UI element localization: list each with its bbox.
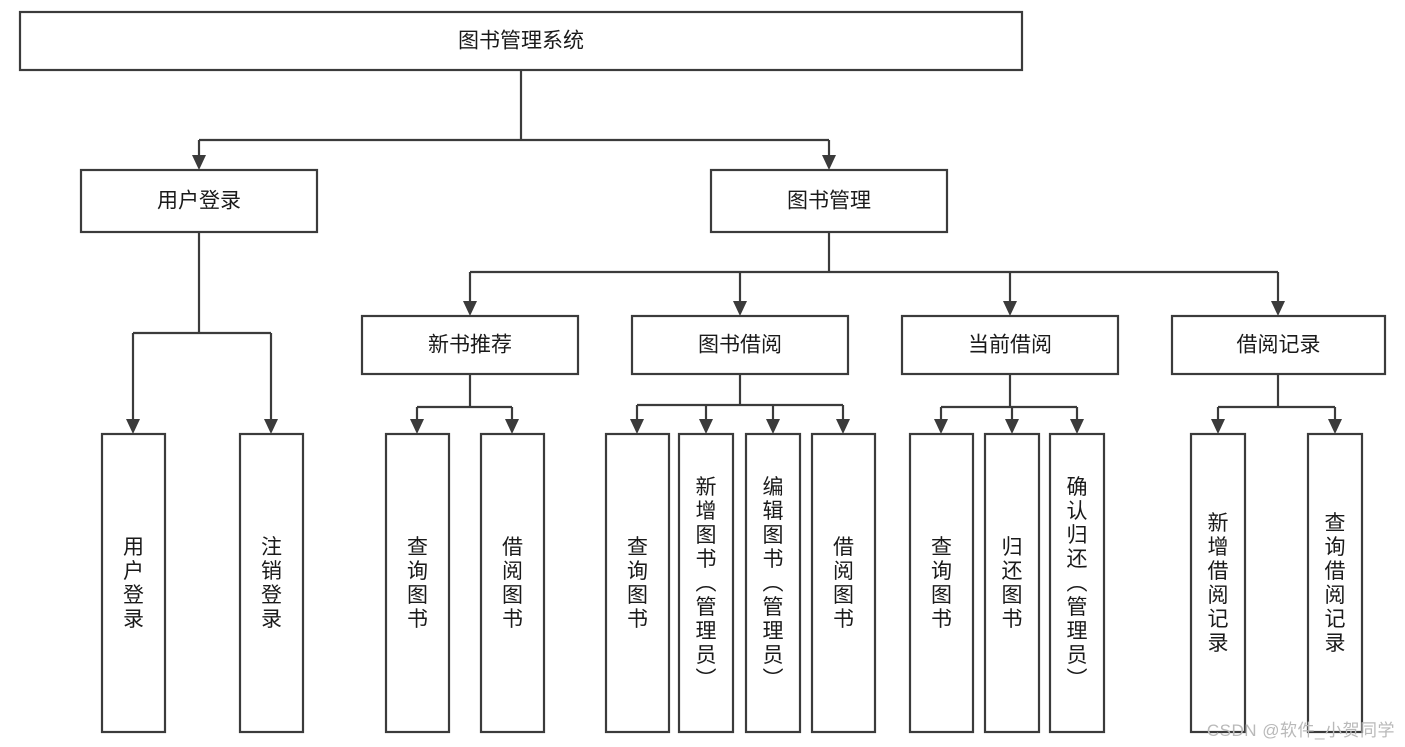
node-box[interactable] — [1048, 432, 1106, 734]
arrow-head-icon — [934, 419, 948, 434]
arrow-head-icon — [699, 419, 713, 434]
node-label: 查询图书 — [931, 536, 952, 631]
node-label: 用户登录 — [123, 536, 144, 631]
diagram-node[interactable]: 新书推荐 — [360, 314, 580, 376]
node-label: 当前借阅 — [968, 334, 1052, 357]
diagram-node[interactable]: 当前借阅 — [900, 314, 1120, 376]
diagram-node[interactable]: 用户登录 — [79, 168, 319, 234]
diagram-node[interactable]: 图书管理 — [709, 168, 949, 234]
node-label: 注销登录 — [261, 536, 282, 631]
diagram-node[interactable]: 借阅图书 — [479, 432, 546, 734]
node-label: 图书管理系统 — [458, 30, 584, 53]
connector-group — [197, 70, 831, 156]
arrow-head-icon — [1005, 419, 1019, 434]
diagram-node[interactable]: 借阅记录 — [1170, 314, 1387, 376]
arrow-head-icon — [505, 419, 519, 434]
node-box[interactable] — [238, 432, 305, 734]
node-label: 借阅图书 — [833, 536, 854, 631]
node-label: 用户登录 — [157, 190, 241, 213]
node-box[interactable] — [810, 432, 877, 734]
node-box[interactable] — [1170, 314, 1387, 376]
connector-group — [131, 232, 273, 420]
node-label: 确认归还︵管理员︶ — [1067, 476, 1088, 691]
connectors-layer — [126, 70, 1342, 434]
node-label: 归还图书 — [1002, 536, 1023, 631]
arrow-head-icon — [192, 155, 206, 170]
node-label: 图书管理 — [787, 190, 871, 213]
diagram-node[interactable]: 注销登录 — [238, 432, 305, 734]
node-label: 查询借阅记录 — [1325, 512, 1346, 655]
node-label: 借阅图书 — [502, 536, 523, 631]
node-box[interactable] — [479, 432, 546, 734]
node-box[interactable] — [630, 314, 850, 376]
arrow-head-icon — [630, 419, 644, 434]
arrow-head-icon — [463, 301, 477, 316]
node-box[interactable] — [709, 168, 949, 234]
node-label: 图书借阅 — [698, 334, 782, 357]
arrow-head-icon — [126, 419, 140, 434]
arrow-head-icon — [822, 155, 836, 170]
node-box[interactable] — [900, 314, 1120, 376]
node-box[interactable] — [79, 168, 319, 234]
node-label: 新增借阅记录 — [1208, 512, 1229, 655]
connector-group — [415, 374, 514, 420]
diagram-node[interactable]: 确认归还︵管理员︶ — [1048, 432, 1106, 734]
diagram-node[interactable]: 查询图书 — [384, 432, 451, 734]
arrow-head-icon — [1328, 419, 1342, 434]
diagram-node[interactable]: 图书管理系统 — [18, 10, 1024, 72]
node-box[interactable] — [18, 10, 1024, 72]
arrow-head-icon — [766, 419, 780, 434]
node-box[interactable] — [1306, 432, 1364, 734]
diagram-node[interactable]: 查询图书 — [604, 432, 671, 734]
connector-group — [468, 232, 1280, 302]
arrow-head-icon — [410, 419, 424, 434]
diagram-node[interactable]: 图书借阅 — [630, 314, 850, 376]
node-label: 新增图书︵管理员︶ — [696, 476, 717, 691]
diagram-node[interactable]: 查询图书 — [908, 432, 975, 734]
node-box[interactable] — [744, 432, 802, 734]
connector-group — [939, 374, 1079, 420]
nodes-layer: 图书管理系统用户登录图书管理新书推荐图书借阅当前借阅借阅记录用户登录注销登录查询… — [18, 10, 1387, 734]
arrow-head-icon — [1003, 301, 1017, 316]
node-box[interactable] — [677, 432, 735, 734]
node-box[interactable] — [604, 432, 671, 734]
node-box[interactable] — [384, 432, 451, 734]
node-box[interactable] — [360, 314, 580, 376]
node-box[interactable] — [908, 432, 975, 734]
diagram-node[interactable]: 用户登录 — [100, 432, 167, 734]
node-label: 新书推荐 — [428, 334, 512, 357]
diagram-node[interactable]: 新增图书︵管理员︶ — [677, 432, 735, 734]
arrow-head-icon — [836, 419, 850, 434]
arrow-head-icon — [1070, 419, 1084, 434]
node-label: 查询图书 — [407, 536, 428, 631]
connector-group — [1216, 374, 1337, 420]
node-label: 编辑图书︵管理员︶ — [763, 476, 784, 691]
connector-group — [635, 374, 845, 420]
diagram-node[interactable]: 借阅图书 — [810, 432, 877, 734]
arrow-head-icon — [733, 301, 747, 316]
watermark-label: CSDN @软件_小贺同学 — [1206, 721, 1395, 740]
node-label: 查询图书 — [627, 536, 648, 631]
diagram-node[interactable]: 查询借阅记录 — [1306, 432, 1364, 734]
diagram-node[interactable]: 归还图书 — [983, 432, 1041, 734]
arrow-head-icon — [264, 419, 278, 434]
arrow-head-icon — [1271, 301, 1285, 316]
diagram-node[interactable]: 新增借阅记录 — [1189, 432, 1247, 734]
node-box[interactable] — [1189, 432, 1247, 734]
diagram-node[interactable]: 编辑图书︵管理员︶ — [744, 432, 802, 734]
node-box[interactable] — [100, 432, 167, 734]
node-box[interactable] — [983, 432, 1041, 734]
node-label: 借阅记录 — [1237, 334, 1321, 357]
arrow-head-icon — [1211, 419, 1225, 434]
